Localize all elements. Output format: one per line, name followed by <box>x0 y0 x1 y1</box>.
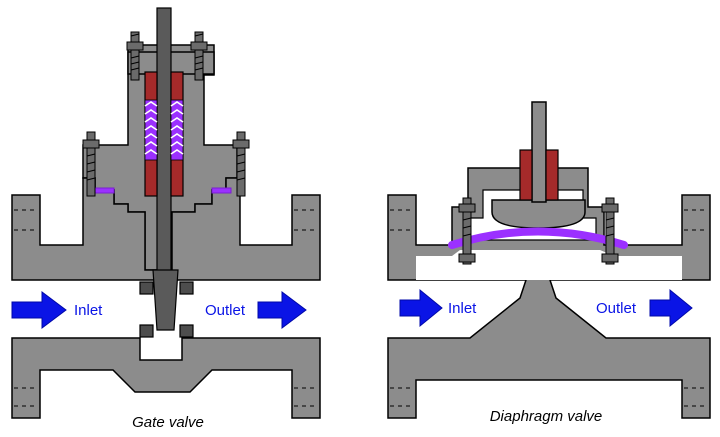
diaphragm-valve: Inlet Outlet Diaphragm valve <box>387 101 711 425</box>
diaphragm-valve-body-lower <box>387 267 711 419</box>
gate-valve-wedge <box>152 269 179 331</box>
gate-valve-body-lower <box>11 337 321 419</box>
diaphragm-valve-stud-left <box>458 197 476 265</box>
gate-valve-gland-stud-left <box>126 31 144 81</box>
diaphragm-valve-packing-left <box>519 149 533 201</box>
diaphragm-valve-packing-right <box>545 149 559 201</box>
diaphragm-valve-stud-right <box>601 197 619 265</box>
gate-valve-packing-chevrons <box>144 99 184 161</box>
gate-valve-seat-right-lower <box>179 324 194 338</box>
gate-valve-inlet-arrow <box>11 291 67 329</box>
diaphragm-valve-compressor <box>491 199 586 229</box>
gate-valve-outlet-label: Outlet <box>205 302 246 319</box>
diaphragm-valve-inlet-arrow <box>399 288 443 328</box>
gate-valve-gasket-left <box>94 187 115 194</box>
gate-valve-caption: Gate valve <box>132 414 204 431</box>
diaphragm-valve-inlet-label: Inlet <box>448 300 477 317</box>
diaphragm-valve-diaphragm <box>448 227 628 249</box>
gate-valve-seat-left-lower <box>139 324 154 338</box>
gate-valve: Inlet Outlet Gate valve <box>11 7 321 431</box>
diaphragm-valve-caption: Diaphragm valve <box>490 408 603 425</box>
diaphragm-valve-stem <box>531 101 547 203</box>
gate-valve-gasket-right <box>211 187 232 194</box>
gate-valve-inlet-label: Inlet <box>74 302 103 319</box>
gate-valve-outlet-arrow <box>257 291 307 329</box>
gate-valve-bonnet-stud-right <box>232 131 250 197</box>
gate-valve-seat-right-upper <box>179 281 194 295</box>
gate-valve-stem <box>156 7 172 274</box>
diaphragm-valve-outlet-arrow <box>649 288 693 328</box>
gate-valve-seat-left-upper <box>139 281 154 295</box>
gate-valve-gland-stud-right <box>190 31 208 81</box>
diaphragm-valve-outlet-label: Outlet <box>596 300 637 317</box>
gate-valve-bonnet-stud-left <box>82 131 100 197</box>
